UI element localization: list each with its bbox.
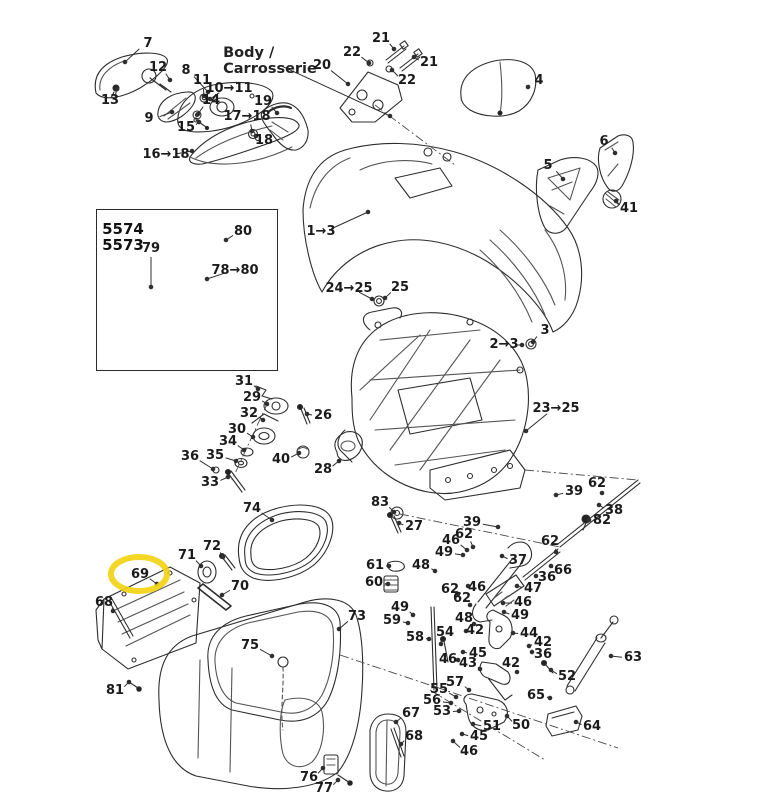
highlight-layer <box>108 554 170 594</box>
highlight-circle-part-69 <box>108 554 170 594</box>
parts-linework <box>94 40 641 792</box>
inset-model-box <box>96 209 278 371</box>
leader-lines <box>110 43 623 786</box>
axis-lines <box>231 104 639 761</box>
